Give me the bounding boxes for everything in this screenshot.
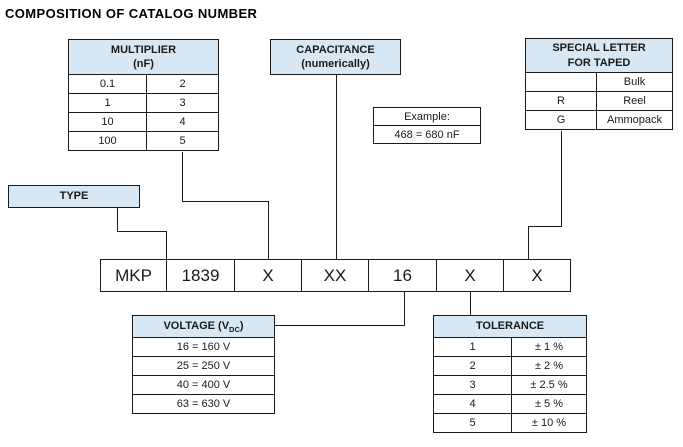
table-row: 0.1 2 — [69, 74, 218, 93]
capacitance-line2: (numerically) — [301, 58, 370, 70]
table-row: 4 ± 5 % — [434, 394, 586, 413]
connector-multiplier-v1 — [182, 152, 183, 202]
tolerance-value: ± 5 % — [511, 395, 586, 413]
type-label: TYPE — [59, 190, 89, 203]
connector-type-h — [117, 231, 167, 232]
special-letter-header-line2: FOR TAPED — [567, 56, 631, 69]
catalog-segment-capacitance: XX — [301, 260, 368, 291]
catalog-segment-multiplier: X — [234, 260, 301, 291]
table-row: 63 = 630 V — [133, 394, 274, 413]
table-row: 100 5 — [69, 131, 218, 150]
table-row: 16 = 160 V — [133, 337, 274, 356]
tolerance-value: ± 1 % — [511, 338, 586, 356]
multiplier-value: 0.1 — [99, 78, 116, 90]
connector-special-letter-v1 — [561, 131, 562, 227]
page-title: COMPOSITION OF CATALOG NUMBER — [5, 6, 258, 21]
capacitance-line1: CAPACITANCE — [296, 43, 375, 56]
connector-voltage-v — [404, 291, 405, 326]
connector-type-v2 — [166, 231, 167, 259]
connector-type-v1 — [117, 207, 118, 232]
voltage-mapping: 16 = 160 V — [176, 341, 231, 353]
tolerance-table-header: TOLERANCE — [434, 316, 586, 337]
table-row: 1 3 — [69, 93, 218, 112]
connector-multiplier-v2 — [268, 201, 269, 259]
catalog-segment-type: MKP — [115, 265, 152, 285]
table-row: R Reel — [526, 91, 672, 110]
tolerance-code: 2 — [469, 360, 476, 372]
table-row: Bulk — [526, 72, 672, 91]
multiplier-code: 2 — [146, 75, 218, 93]
multiplier-table-header: MULTIPLIER (nF) — [69, 40, 218, 74]
special-letter-meaning: Ammopack — [596, 111, 672, 129]
table-row: 5 ± 10 % — [434, 413, 586, 432]
multiplier-header-line2: (nF) — [133, 58, 154, 70]
example-value: 468 = 680 nF — [374, 125, 480, 143]
connector-voltage-h — [274, 325, 405, 326]
voltage-header-subscript: DC — [229, 325, 240, 335]
tolerance-code: 3 — [469, 379, 476, 391]
connector-multiplier-h — [182, 201, 269, 202]
table-row: 25 = 250 V — [133, 356, 274, 375]
voltage-table-header: VOLTAGE (V DC ) — [133, 316, 274, 337]
connector-special-letter-h — [528, 226, 562, 227]
special-letter-meaning: Bulk — [596, 73, 672, 91]
tolerance-value: ± 10 % — [511, 414, 586, 432]
connector-capacitance-v — [336, 74, 337, 259]
table-row: 1 ± 1 % — [434, 337, 586, 356]
voltage-header-suffix: ) — [239, 320, 244, 333]
tolerance-code: 1 — [469, 341, 476, 353]
multiplier-value: 1 — [104, 97, 111, 109]
table-row: G Ammopack — [526, 110, 672, 129]
multiplier-header-line1: MULTIPLIER — [110, 43, 177, 56]
multiplier-table: MULTIPLIER (nF) 0.1 2 1 3 10 4 100 5 — [68, 39, 219, 151]
catalog-number-row: MKP 1839 X XX 16 X X — [100, 259, 571, 292]
tolerance-table: TOLERANCE 1 ± 1 % 2 ± 2 % 3 ± 2.5 % 4 ± … — [433, 315, 587, 433]
type-box: TYPE — [8, 185, 140, 208]
voltage-mapping: 63 = 630 V — [176, 398, 231, 410]
table-row: 2 ± 2 % — [434, 356, 586, 375]
special-letter-table: SPECIAL LETTER FOR TAPED Bulk R Reel G A… — [525, 38, 673, 130]
capacitance-box: CAPACITANCE (numerically) — [270, 39, 401, 75]
table-row: 40 = 400 V — [133, 375, 274, 394]
multiplier-code: 4 — [146, 113, 218, 131]
tolerance-code: 5 — [469, 417, 476, 429]
multiplier-value: 100 — [98, 135, 117, 147]
catalog-segment-voltage: 16 — [368, 260, 436, 291]
catalog-segment-special-letter: X — [503, 260, 570, 291]
tolerance-value: ± 2 % — [511, 357, 586, 375]
special-letter-code — [526, 73, 596, 91]
example-box: Example: 468 = 680 nF — [373, 107, 481, 144]
tolerance-code: 4 — [469, 398, 476, 410]
voltage-header-prefix: VOLTAGE (V — [163, 320, 230, 333]
connector-tolerance-v — [470, 291, 471, 315]
connector-special-letter-v2 — [528, 226, 529, 259]
catalog-segment-series: 1839 — [166, 260, 234, 291]
voltage-table: VOLTAGE (V DC ) 16 = 160 V 25 = 250 V 40… — [132, 315, 275, 414]
multiplier-code: 3 — [146, 94, 218, 112]
table-row: 3 ± 2.5 % — [434, 375, 586, 394]
catalog-segment-tolerance: X — [436, 260, 503, 291]
special-letter-meaning: Reel — [596, 92, 672, 110]
multiplier-code: 5 — [146, 132, 218, 150]
voltage-mapping: 25 = 250 V — [176, 360, 231, 372]
special-letter-code: R — [557, 95, 565, 107]
multiplier-value: 10 — [101, 116, 114, 128]
special-letter-code: G — [556, 114, 566, 126]
table-row: 10 4 — [69, 112, 218, 131]
special-letter-header-line1: SPECIAL LETTER — [552, 42, 646, 55]
special-letter-table-header: SPECIAL LETTER FOR TAPED — [526, 39, 672, 72]
voltage-mapping: 40 = 400 V — [176, 379, 231, 391]
example-label: Example: — [404, 110, 450, 123]
tolerance-value: ± 2.5 % — [511, 376, 586, 394]
